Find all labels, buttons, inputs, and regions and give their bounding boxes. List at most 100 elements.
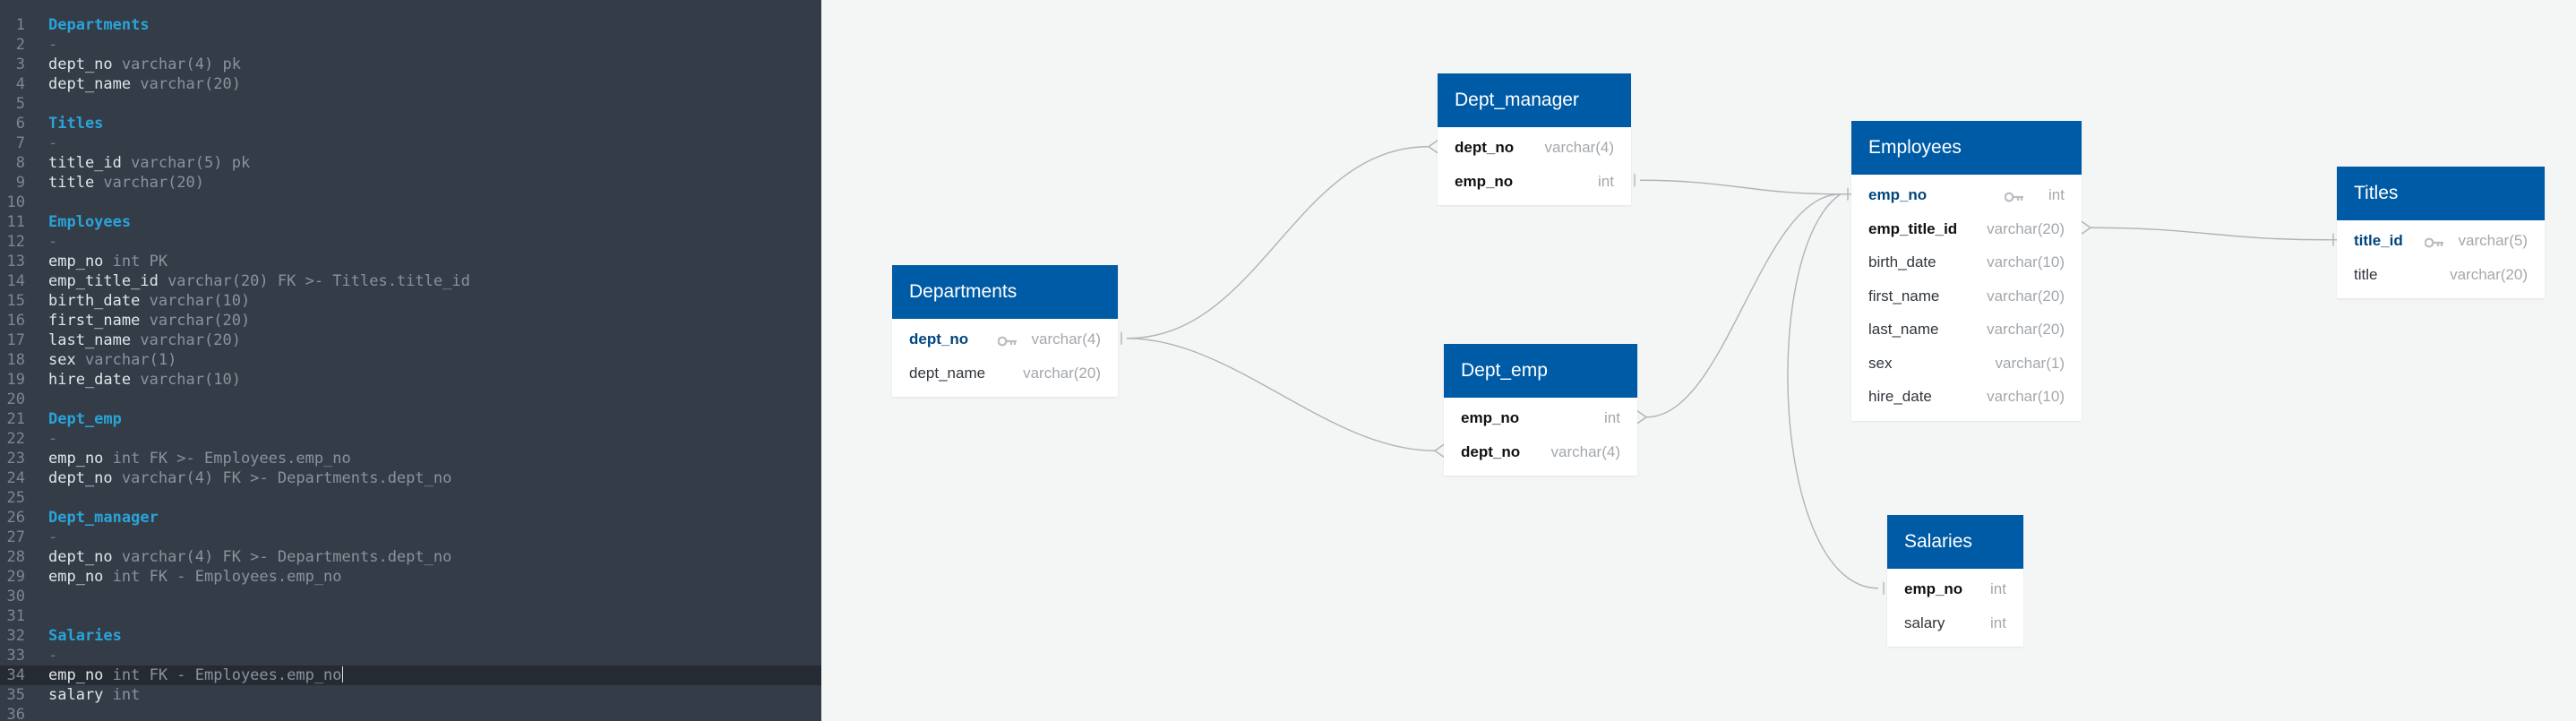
code-line[interactable]: 12- [0, 232, 821, 252]
table-keyword: Employees [48, 213, 132, 231]
code-text[interactable]: first_name varchar(20) [48, 311, 250, 330]
table-header[interactable]: Employees [1851, 121, 2082, 175]
code-line[interactable]: 22- [0, 429, 821, 449]
code-line[interactable]: 31 [0, 606, 821, 626]
code-text[interactable]: - [48, 232, 57, 252]
code-text[interactable]: birth_date varchar(10) [48, 291, 250, 311]
code-text[interactable]: Employees [48, 212, 131, 232]
code-text[interactable]: sex varchar(1) [48, 350, 176, 370]
code-text[interactable]: - [48, 429, 57, 449]
code-text[interactable]: Titles [48, 114, 103, 133]
table-header[interactable]: Dept_manager [1438, 73, 1631, 127]
code-text[interactable]: dept_no varchar(4) FK >- Departments.dep… [48, 468, 451, 488]
code-line[interactable]: 30 [0, 587, 821, 606]
code-line[interactable]: 7- [0, 133, 821, 153]
code-line[interactable]: 20 [0, 390, 821, 409]
code-line[interactable]: 5 [0, 94, 821, 114]
table-header[interactable]: Titles [2337, 167, 2545, 220]
code-text[interactable]: - [48, 528, 57, 547]
code-line[interactable]: 25 [0, 488, 821, 508]
code-text[interactable]: emp_no int FK - Employees.emp_no [48, 665, 343, 685]
code-text[interactable]: emp_no int PK [48, 252, 167, 271]
code-text[interactable]: Dept_manager [48, 508, 159, 528]
code-text[interactable]: Salaries [48, 626, 122, 646]
code-line[interactable]: 27- [0, 528, 821, 547]
code-text[interactable]: - [48, 646, 57, 665]
code-text[interactable]: hire_date varchar(10) [48, 370, 241, 390]
code-line[interactable]: 33- [0, 646, 821, 665]
code-text[interactable]: - [48, 35, 57, 55]
code-text[interactable]: - [48, 133, 57, 153]
code-text[interactable]: salary int [48, 685, 140, 705]
code-text[interactable]: dept_no varchar(4) pk [48, 55, 241, 74]
code-line[interactable]: 36 [0, 705, 821, 721]
code-text[interactable]: Dept_emp [48, 409, 122, 429]
table-header[interactable]: Salaries [1887, 515, 2023, 569]
code-text[interactable]: dept_name varchar(20) [48, 74, 241, 94]
code-text[interactable]: emp_title_id varchar(20) FK >- Titles.ti… [48, 271, 470, 291]
code-line[interactable]: 2- [0, 35, 821, 55]
code-text[interactable]: dept_no varchar(4) FK >- Departments.dep… [48, 547, 451, 567]
table-header[interactable]: Dept_emp [1444, 344, 1637, 398]
code-text[interactable]: title_id varchar(5) pk [48, 153, 250, 173]
code-line[interactable]: 10 [0, 193, 821, 212]
code-text[interactable]: emp_no int FK - Employees.emp_no [48, 567, 342, 587]
code-text[interactable]: title varchar(20) [48, 173, 204, 193]
field-definition: varchar(10) [140, 292, 251, 310]
field-type: varchar(20) [2450, 265, 2528, 283]
field-type: varchar(10) [1987, 388, 2065, 405]
code-text[interactable]: Departments [48, 15, 150, 35]
table-header[interactable]: Departments [892, 265, 1118, 319]
code-text[interactable]: last_name varchar(20) [48, 330, 241, 350]
code-text[interactable]: emp_no int FK >- Employees.emp_no [48, 449, 351, 468]
